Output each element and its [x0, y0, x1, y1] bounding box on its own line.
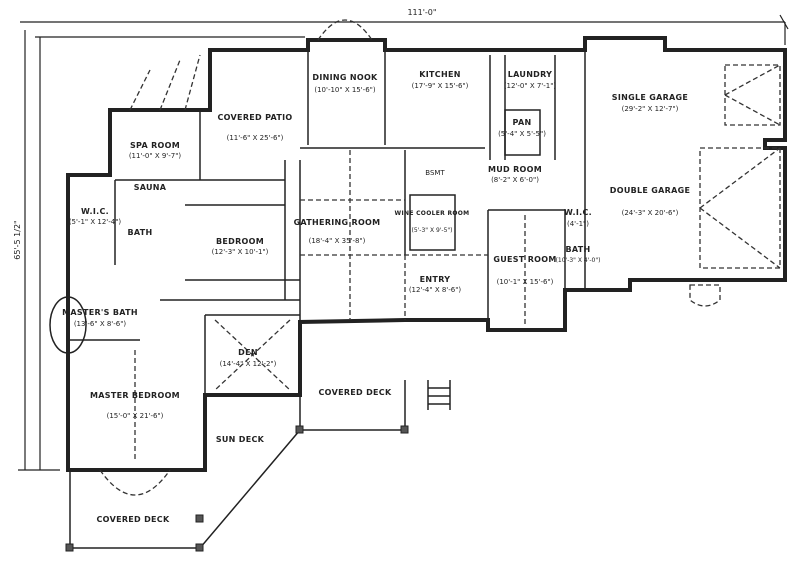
room-masters-bath: MASTER'S BATH — [62, 308, 138, 317]
room-covered-deck-rear: COVERED DECK — [97, 515, 170, 524]
tub — [49, 296, 87, 354]
room-size: (13'-6" X 8'-6") — [74, 320, 127, 328]
room-size: (12'-3" X 10'-1") — [212, 248, 269, 256]
room-wine-cooler: WINE COOLER ROOM — [395, 210, 470, 217]
overall-depth-label: 65'-5 1/2" — [13, 220, 22, 259]
room-double-garage: DOUBLE GARAGE — [610, 186, 690, 195]
room-size: (15'-0" X 21'-6") — [107, 412, 164, 420]
room-mud-room: MUD ROOM — [488, 165, 542, 174]
room-sauna: SAUNA — [134, 183, 167, 192]
room-covered-patio: COVERED PATIO — [218, 113, 293, 122]
room-size: (11'-0" X 9'-7") — [129, 152, 182, 160]
room-size: (5'-1" X 12'-4") — [69, 218, 122, 226]
room-size: (5'-3" X 9'-5") — [411, 227, 452, 234]
room-entry: ENTRY — [420, 275, 451, 284]
room-size: (11'-6" X 25'-6") — [227, 134, 284, 142]
bsmt-label: BSMT — [425, 169, 445, 177]
interior-walls — [68, 50, 586, 395]
room-master-bedroom: MASTER BEDROOM — [90, 391, 180, 400]
room-spa-room: SPA ROOM — [130, 141, 180, 150]
room-bedroom: BEDROOM — [216, 237, 264, 246]
room-size: (5'-4" X 5'-5") — [498, 130, 546, 138]
room-size: (29'-2" X 12'-7") — [622, 105, 679, 113]
decks — [49, 296, 451, 552]
room-kitchen: KITCHEN — [419, 70, 460, 79]
room-size: (17'-9" X 15'-6") — [412, 82, 469, 90]
front-steps — [427, 380, 451, 410]
room-dining-nook: DINING NOOK — [312, 73, 378, 82]
dimension-lines — [18, 14, 789, 471]
room-labels: DINING NOOK (10'-10" X 15'-6") KITCHEN (… — [62, 70, 690, 524]
room-guest-room: GUEST ROOM — [493, 255, 556, 264]
room-bath-left: BATH — [127, 228, 152, 237]
room-size: (4'-1") — [567, 220, 589, 228]
dashed-divisions — [99, 19, 781, 496]
room-size: (10'-10" X 15'-6") — [314, 86, 375, 94]
room-size: (18'-4" X 35'-8") — [309, 237, 366, 245]
room-size: (10'-3" X 4'-0") — [556, 257, 601, 264]
room-wic-right: W.I.C. — [564, 208, 592, 217]
room-wic-left: W.I.C. — [81, 207, 109, 216]
room-bath-right: BATH — [565, 245, 590, 254]
room-laundry: LAUNDRY — [508, 70, 553, 79]
room-den: DEN — [238, 348, 258, 357]
room-size: (24'-3" X 20'-6") — [622, 209, 679, 217]
room-size: (12'-0" X 7'-1") — [504, 82, 557, 90]
room-size: (10'-1" X 15'-6") — [497, 278, 554, 286]
room-covered-deck-front: COVERED DECK — [319, 388, 392, 397]
room-sun-deck: SUN DECK — [216, 435, 265, 444]
room-single-garage: SINGLE GARAGE — [612, 93, 688, 102]
room-pantry: PAN — [513, 118, 532, 127]
overall-width-label: 111'-0" — [407, 8, 436, 17]
room-size: (8'-2" X 6'-0") — [491, 176, 539, 184]
room-gathering-room: GATHERING ROOM — [294, 218, 381, 227]
exterior-walls — [66, 36, 787, 472]
room-size: (14'-4" X 12'-2") — [220, 360, 277, 368]
room-size: (12'-4" X 8'-6") — [409, 286, 462, 294]
